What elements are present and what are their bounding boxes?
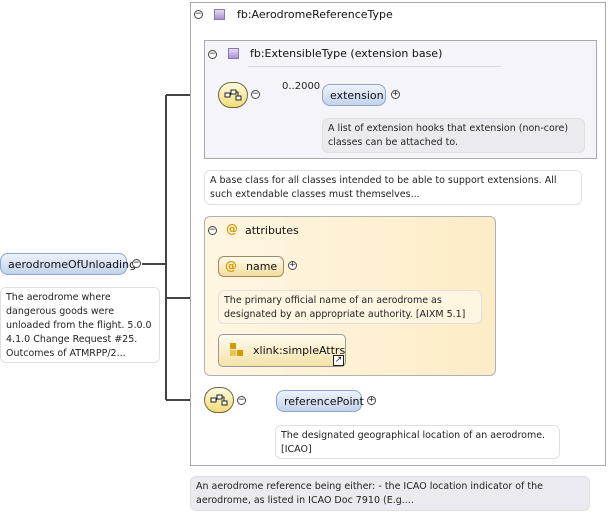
sequence-compositor-icon	[218, 82, 248, 108]
name-expand-icon[interactable]: +	[288, 260, 297, 270]
name-attribute-label: name	[246, 260, 278, 273]
extension-cardinality: 0..2000	[282, 81, 321, 92]
type-box-description: An aerodrome reference being either: - t…	[190, 476, 590, 511]
divider	[248, 66, 501, 67]
name-attribute[interactable]	[218, 256, 284, 277]
base-box-description: A base class for all classes intended to…	[204, 170, 582, 205]
reference-point-description: The designated geographical location of …	[275, 425, 560, 459]
simple-attrs-label: xlink:simpleAttrs	[253, 344, 346, 357]
base-box-title: fb:ExtensibleType (extension base)	[250, 47, 443, 60]
attribute-group-icon	[230, 343, 243, 356]
attribute-icon: @	[225, 259, 237, 273]
shortcut-arrow-icon[interactable]: ↗	[333, 355, 344, 366]
name-attribute-description: The primary official name of an aerodrom…	[218, 290, 482, 324]
reference-point-element[interactable]: referencePoint	[276, 390, 364, 412]
extension-expand-icon[interactable]: +	[391, 89, 400, 99]
type-box-title: fb:AerodromeReferenceType	[237, 8, 393, 21]
sequence-compositor-icon	[204, 387, 234, 413]
complex-type-icon	[228, 48, 239, 59]
type-box-collapse-icon[interactable]: −	[194, 9, 203, 19]
root-element[interactable]: aerodromeOfUnloading	[0, 253, 136, 275]
attributes-title: attributes	[245, 224, 299, 237]
base-box-collapse-icon[interactable]: −	[208, 49, 217, 59]
root-collapse-icon[interactable]: −	[132, 258, 141, 268]
root-description: The aerodrome where dangerous goods were…	[0, 287, 160, 363]
attributes-collapse-icon[interactable]: −	[208, 225, 217, 235]
extension-element[interactable]: extension	[322, 84, 386, 106]
complex-type-icon	[214, 9, 225, 20]
sequence-collapse-icon[interactable]: −	[237, 395, 246, 405]
sequence-collapse-icon[interactable]: −	[251, 89, 260, 99]
extension-description: A list of extension hooks that extension…	[322, 118, 585, 153]
reference-point-expand-icon[interactable]: +	[367, 395, 376, 405]
attribute-icon: @	[226, 222, 238, 236]
